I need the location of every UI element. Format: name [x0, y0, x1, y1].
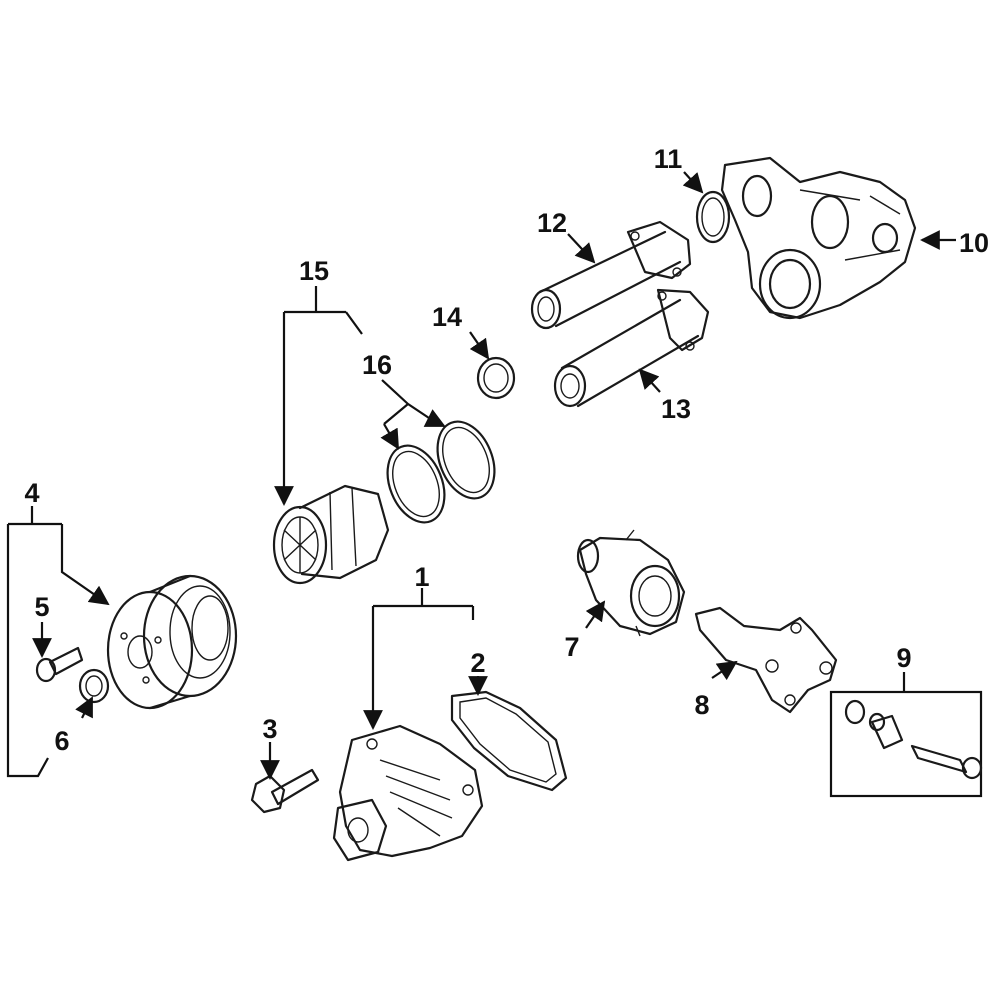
- callout-7: 7: [564, 632, 579, 662]
- callout-4: 4: [24, 478, 39, 508]
- callout-12: 12: [537, 208, 567, 238]
- water-pump-part-1: [332, 724, 484, 862]
- oring-part-11: [695, 190, 731, 244]
- callout-labels: 1 2 3 4 5 6 7 8 9 10 11 12 13 14 15 16: [24, 144, 989, 756]
- pipe-part-13: [553, 288, 710, 408]
- callout-8: 8: [694, 690, 709, 720]
- callout-2: 2: [470, 648, 485, 678]
- callout-11: 11: [654, 144, 683, 174]
- callout-10: 10: [959, 228, 989, 258]
- callout-13: 13: [661, 394, 691, 424]
- callout-3: 3: [262, 714, 277, 744]
- callout-15: 15: [299, 256, 329, 286]
- housing-part-10: [720, 156, 917, 320]
- pulley-part-4: [106, 574, 238, 710]
- callout-5: 5: [34, 592, 49, 622]
- oring-part-16b: [436, 420, 496, 500]
- callout-1: 1: [414, 562, 429, 592]
- oring-part-14: [476, 356, 516, 400]
- callout-14: 14: [432, 302, 462, 332]
- gasket-part-2: [450, 690, 568, 792]
- thermostat-part-15: [272, 484, 390, 585]
- callout-9: 9: [896, 643, 911, 673]
- ring-part-6: [78, 668, 110, 704]
- leader-lines: [6, 171, 956, 780]
- pipe-part-12: [530, 220, 692, 330]
- bolt-part-5: [35, 646, 84, 683]
- callout-16: 16: [362, 350, 392, 380]
- callout-6: 6: [54, 726, 69, 756]
- thermostat-housing-part-7: [576, 529, 686, 637]
- bolt-part-3: [250, 768, 320, 814]
- fastener-kit-part-9: [829, 690, 983, 798]
- oring-part-16a: [386, 444, 446, 524]
- bracket-part-8: [694, 606, 838, 714]
